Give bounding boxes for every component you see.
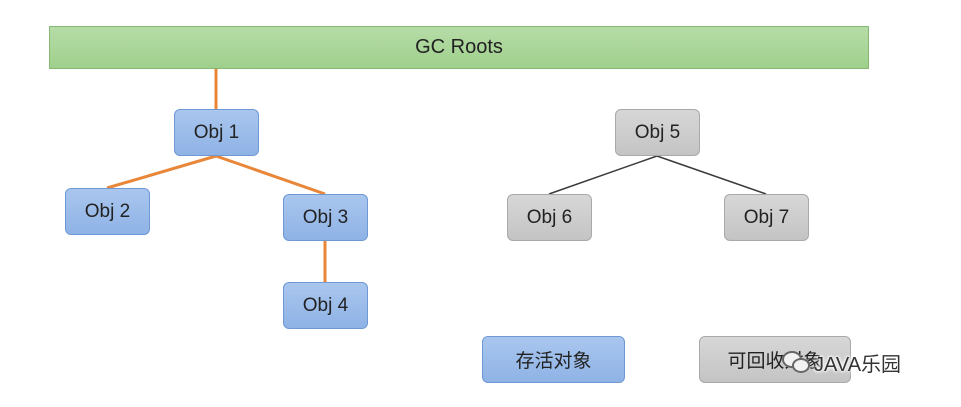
edge-obj1-obj3 (215, 154, 326, 196)
gc-roots-bar: GC Roots (49, 26, 869, 69)
watermark-text: JAVA乐园 (814, 353, 902, 376)
edge-obj1-obj2 (106, 154, 217, 190)
obj-3-node: Obj 3 (283, 194, 368, 241)
obj-4-node: Obj 4 (283, 282, 368, 329)
obj-5-node: Obj 5 (615, 109, 700, 156)
legend-live-object: 存活对象 (482, 336, 625, 383)
obj-1-node: Obj 1 (174, 109, 259, 156)
watermark: JAVA乐园 (782, 347, 901, 377)
obj-2-node: Obj 2 (65, 188, 150, 235)
obj-7-node: Obj 7 (724, 194, 809, 241)
obj-6-node: Obj 6 (507, 194, 592, 241)
wechat-icon (782, 351, 810, 373)
edge-obj5-obj7 (656, 155, 767, 195)
edge-obj5-obj6 (548, 155, 658, 195)
